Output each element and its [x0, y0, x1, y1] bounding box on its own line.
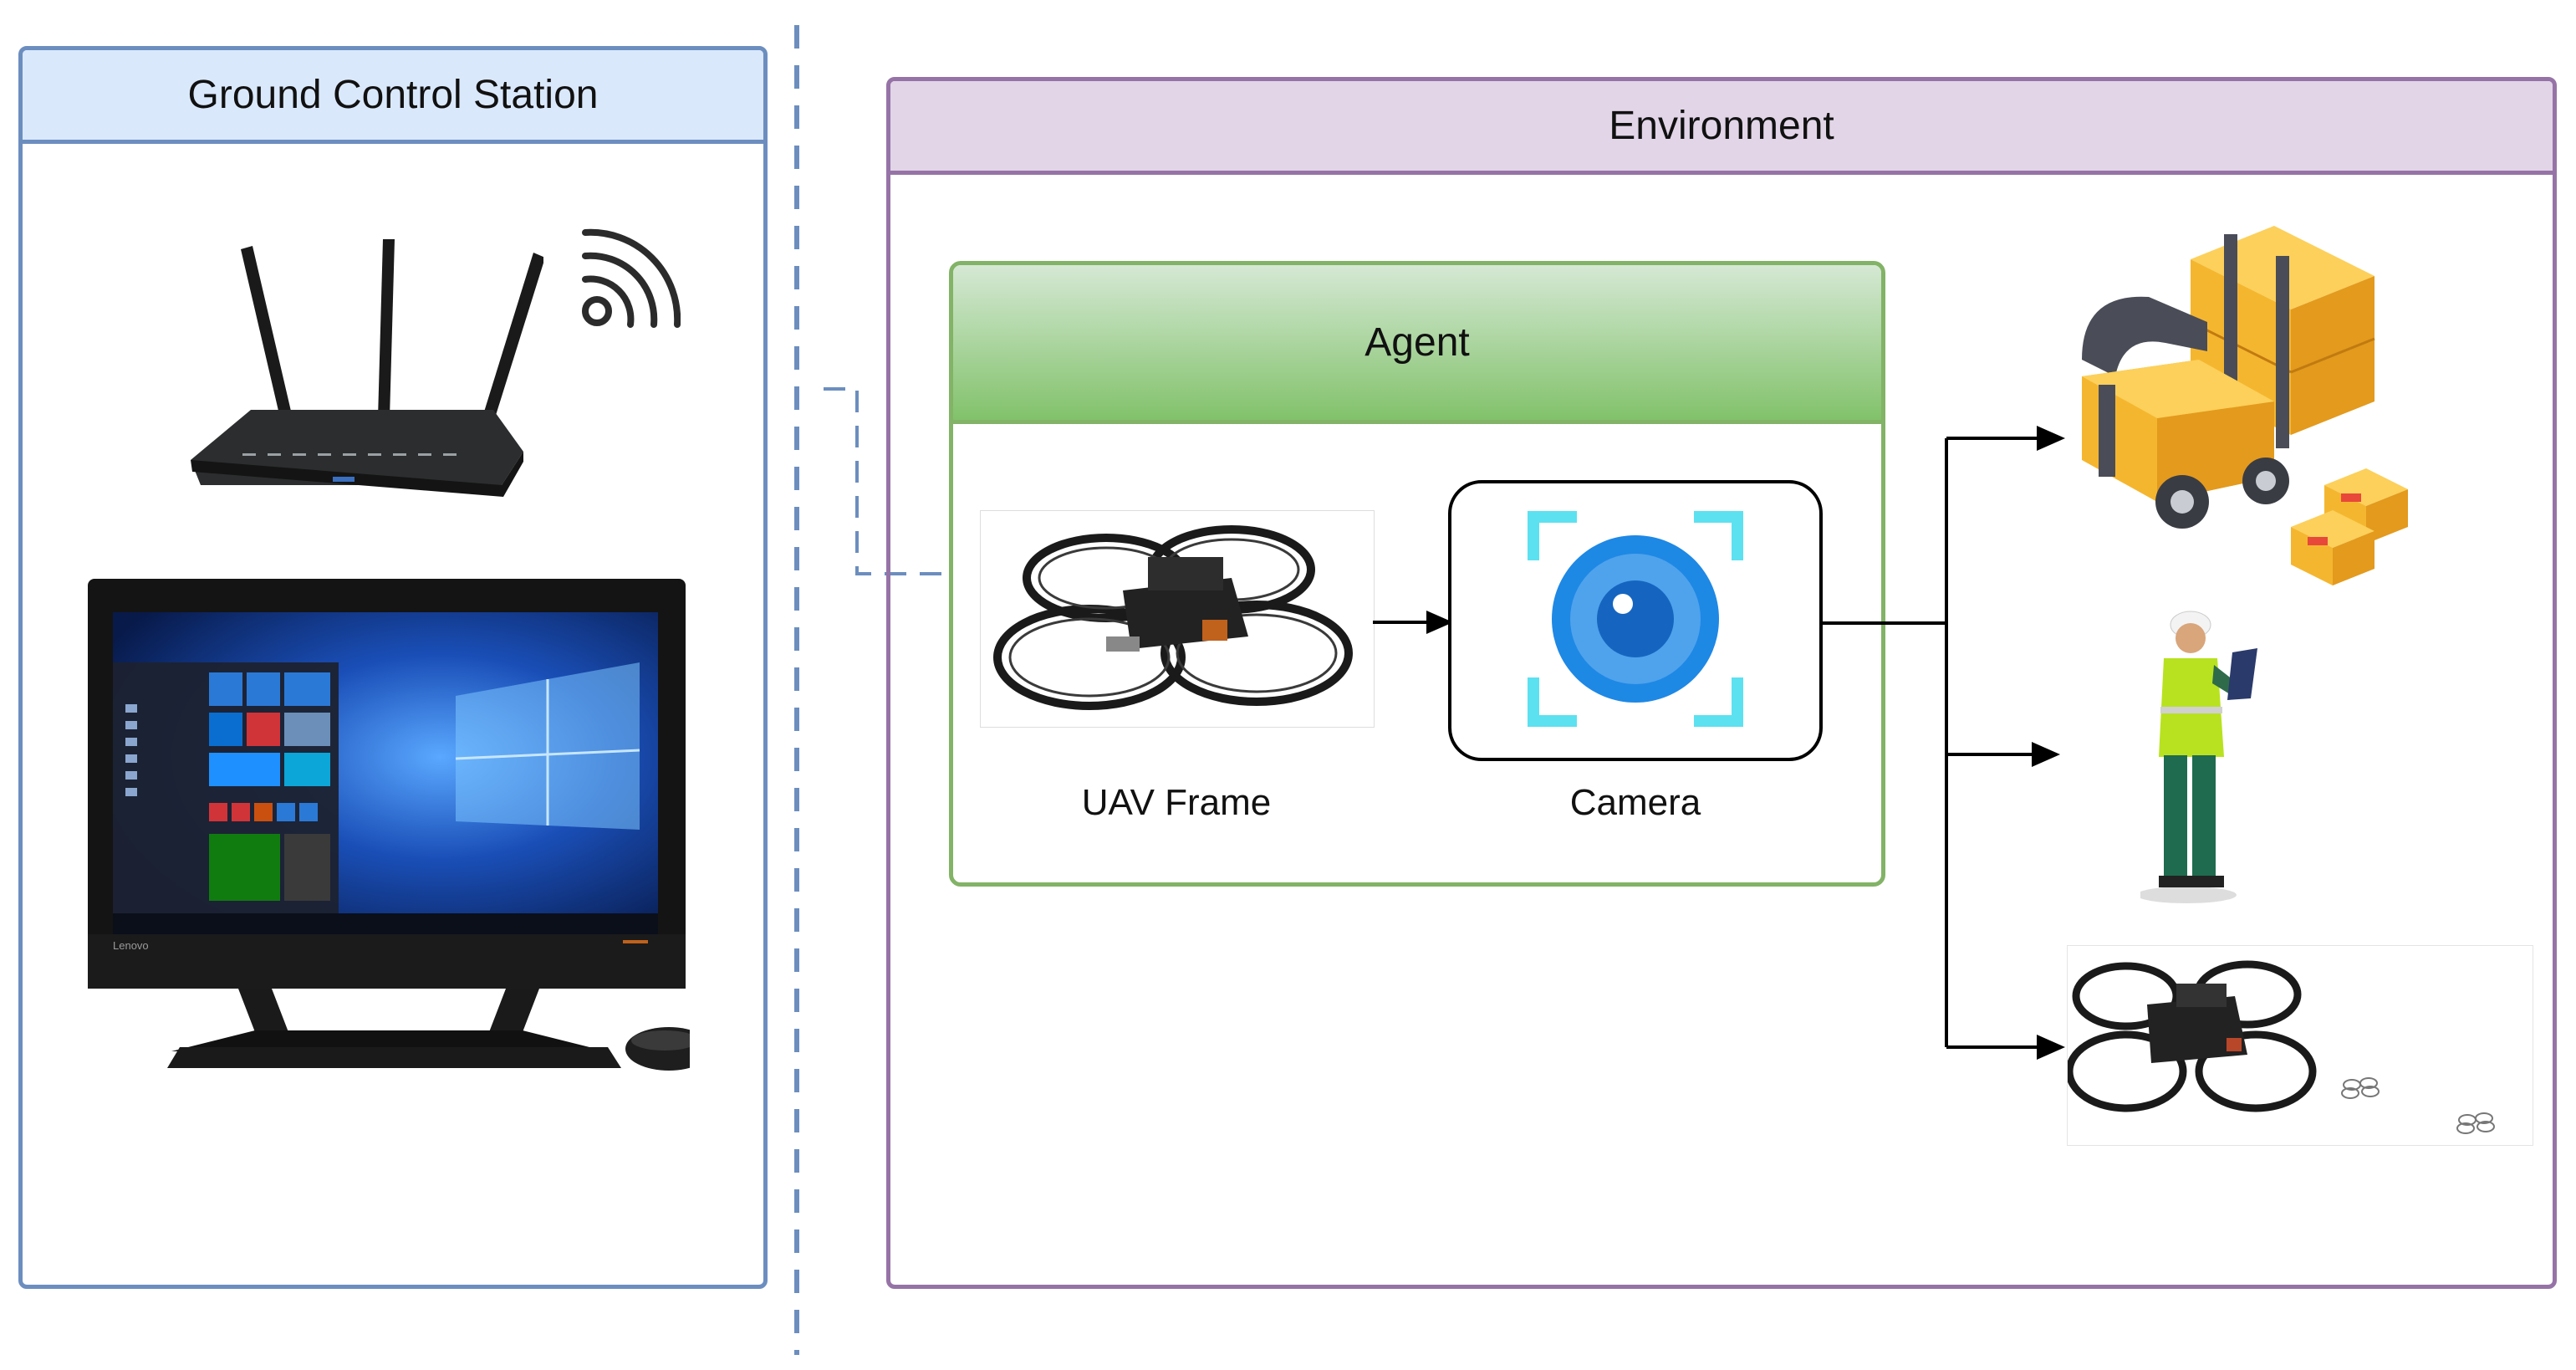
uav-to-camera-arrow: [1373, 606, 1453, 639]
worker-icon: [2140, 606, 2266, 907]
drone-swarm-icon: [2067, 945, 2533, 1146]
vertical-divider: [793, 25, 801, 1355]
ground-control-station-header: Ground Control Station: [23, 50, 763, 144]
agent-panel: Agent: [949, 261, 1885, 887]
dashed-connector: [824, 385, 949, 585]
agent-header: Agent: [953, 265, 1881, 424]
agent-title: Agent: [1365, 320, 1470, 365]
camera-output-arrows: [1823, 418, 2074, 1071]
ground-control-station-panel: Ground Control Station: [18, 46, 768, 1289]
environment-panel: Environment: [886, 77, 2557, 1289]
uav-frame-label: UAV Frame: [1081, 782, 1272, 823]
camera-icon: [1527, 510, 1744, 728]
wifi-icon: [572, 227, 681, 336]
environment-header: Environment: [890, 81, 2553, 175]
mouse-icon: [625, 1027, 690, 1071]
router-icon: [142, 234, 543, 502]
uav-drone-icon: [980, 510, 1375, 728]
environment-title: Environment: [1609, 104, 1834, 148]
camera-box: [1448, 480, 1823, 761]
desktop-computer-icon: Lenovo: [88, 579, 690, 1072]
ground-control-station-title: Ground Control Station: [187, 73, 599, 117]
monitor-brand: Lenovo: [113, 939, 149, 952]
keyboard-icon: [167, 1047, 621, 1068]
camera-label: Camera: [1569, 782, 1701, 823]
forklift-icon: [2065, 226, 2441, 602]
